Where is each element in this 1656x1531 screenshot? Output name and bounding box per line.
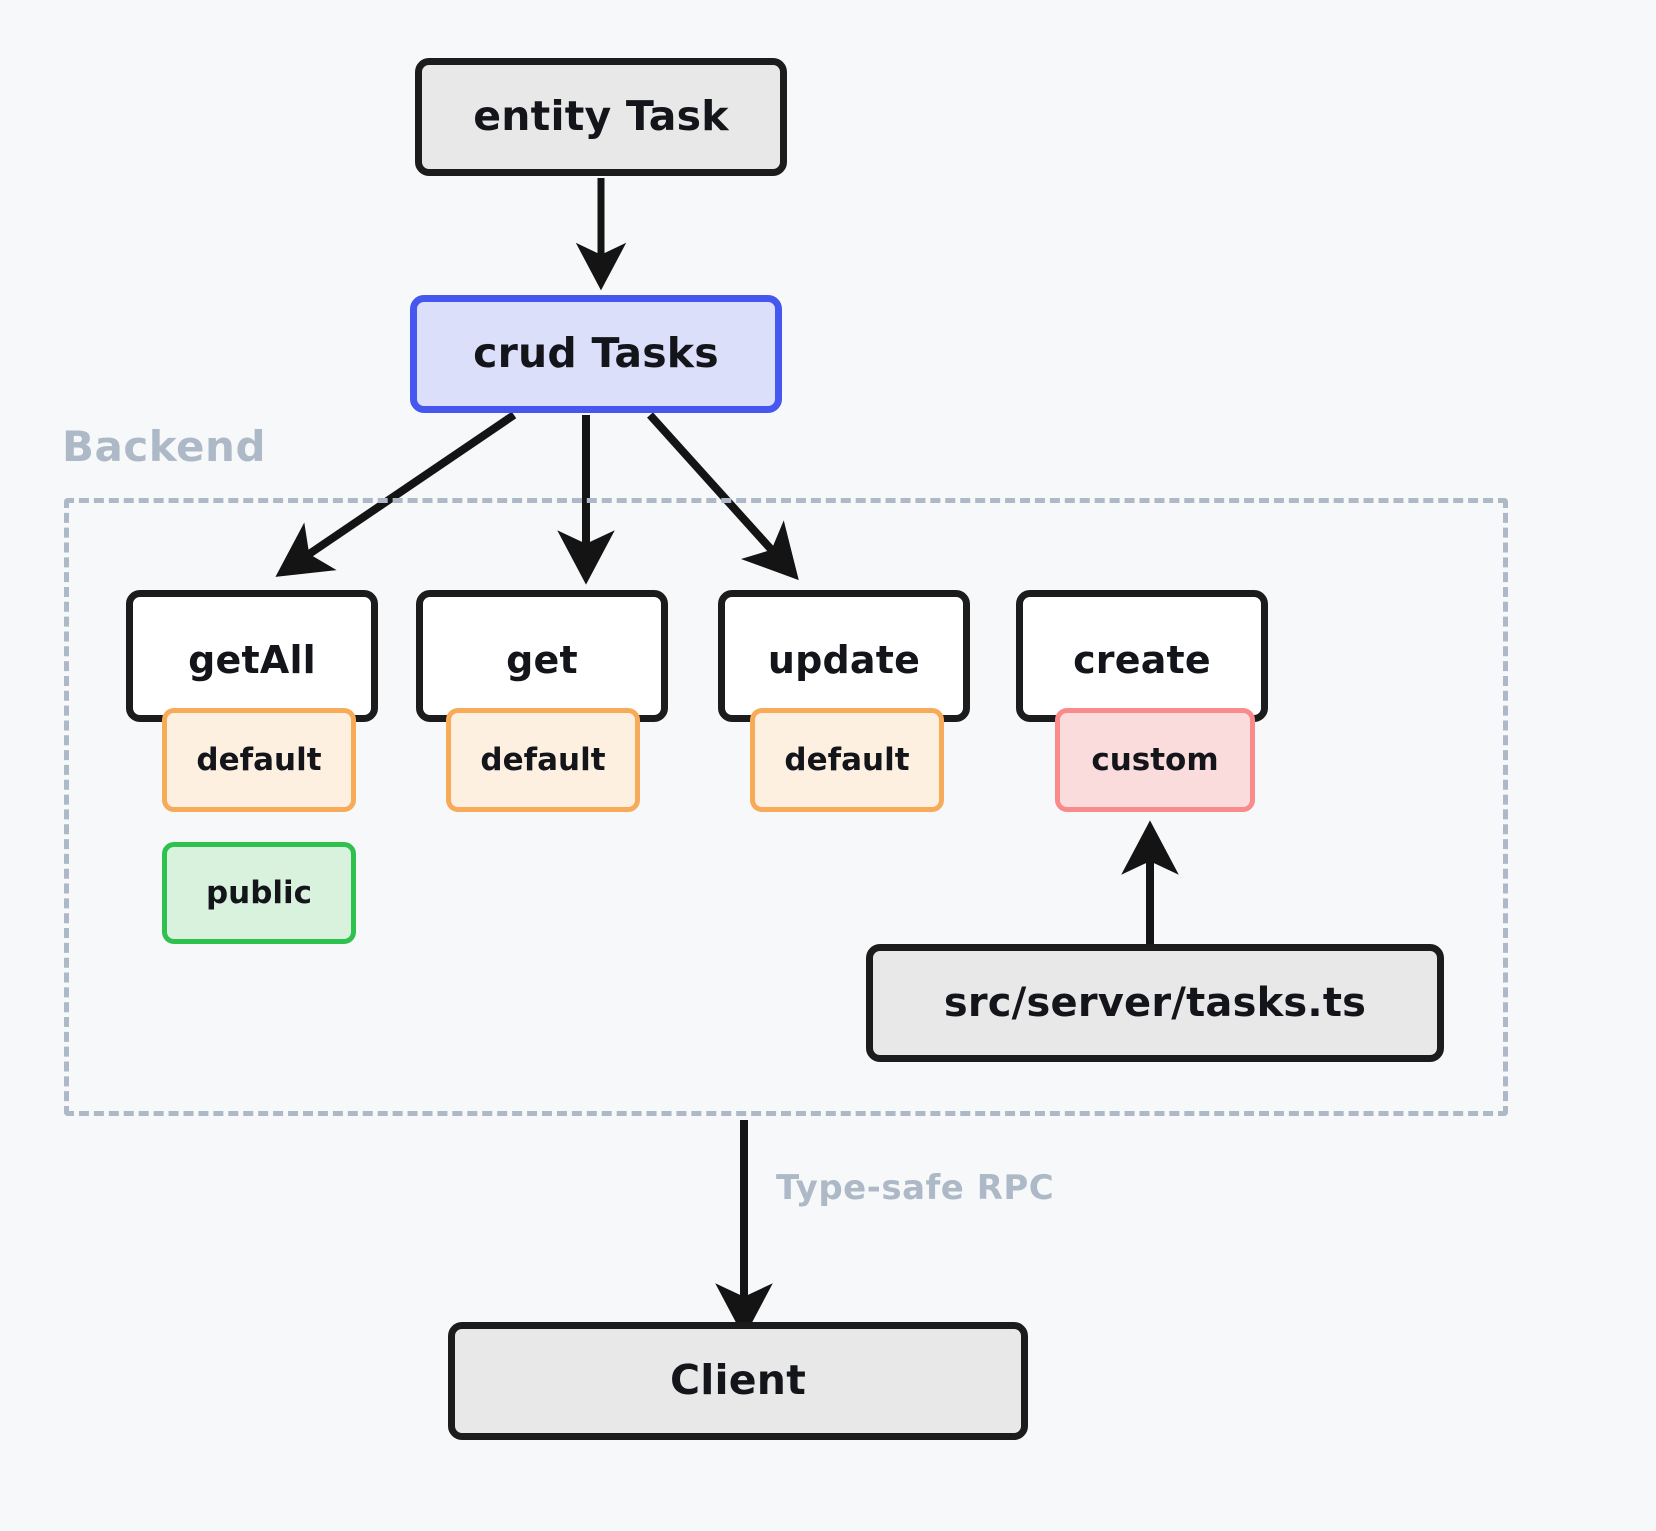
badge-getall-public[interactable]: public: [162, 842, 356, 944]
badge-update-default[interactable]: default: [750, 708, 944, 812]
node-method-update[interactable]: update: [718, 590, 970, 722]
edge-label-type-safe-rpc: Type-safe RPC: [776, 1168, 1055, 1208]
node-entity-task[interactable]: entity Task: [415, 58, 787, 176]
badge-getall-default[interactable]: default: [162, 708, 356, 812]
node-method-update-label: update: [767, 638, 921, 682]
node-crud-tasks-label: crud Tasks: [473, 329, 719, 378]
node-method-getall-label: getAll: [188, 638, 316, 682]
badge-create-custom-label: custom: [1091, 742, 1219, 778]
badge-get-default[interactable]: default: [446, 708, 640, 812]
node-client-label: Client: [670, 1356, 806, 1405]
node-method-get[interactable]: get: [416, 590, 668, 722]
node-method-get-label: get: [506, 638, 578, 682]
node-method-create[interactable]: create: [1016, 590, 1268, 722]
badge-update-default-label: default: [784, 742, 910, 778]
node-file-tasks-ts[interactable]: src/server/tasks.ts: [866, 944, 1444, 1062]
group-box-backend: [64, 498, 1508, 1116]
node-method-create-label: create: [1073, 638, 1211, 682]
node-crud-tasks[interactable]: crud Tasks: [410, 295, 782, 413]
badge-get-default-label: default: [480, 742, 606, 778]
node-client[interactable]: Client: [448, 1322, 1028, 1440]
group-label-backend: Backend: [62, 422, 267, 471]
node-file-tasks-ts-label: src/server/tasks.ts: [943, 980, 1367, 1026]
node-method-getall[interactable]: getAll: [126, 590, 378, 722]
badge-create-custom[interactable]: custom: [1055, 708, 1255, 812]
badge-getall-default-label: default: [196, 742, 322, 778]
badge-getall-public-label: public: [205, 875, 313, 911]
node-entity-task-label: entity Task: [473, 92, 729, 141]
